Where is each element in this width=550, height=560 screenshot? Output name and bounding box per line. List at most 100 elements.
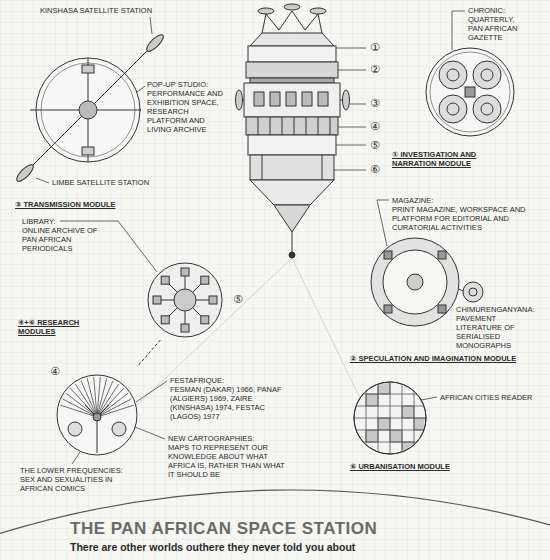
leader-line xyxy=(150,17,152,34)
module-title: ① INVESTIGATION AND NARRATION MODULE xyxy=(392,150,522,168)
research-module-outline xyxy=(209,296,217,304)
investigation-module-outline xyxy=(430,52,510,132)
annotation: SEX AND SEXUALITIES IN AFRICAN COMICS xyxy=(20,475,145,493)
perspective-line xyxy=(137,258,292,405)
research-module-outline xyxy=(97,384,119,417)
research-module-outline xyxy=(161,316,169,324)
urbanisation-module-outline xyxy=(378,380,379,460)
title: THE PAN AFRICAN SPACE STATION xyxy=(70,519,377,539)
space-station xyxy=(262,155,322,180)
space-station xyxy=(270,92,280,106)
investigation-module: ① INVESTIGATION AND NARRATION MODULE xyxy=(392,46,542,176)
perspective-line xyxy=(137,258,360,405)
annotation-heading: CHRONIC: xyxy=(468,6,505,15)
research-module-outline xyxy=(181,324,189,332)
investigation-module-outline xyxy=(447,103,459,115)
module-title: ③ TRANSMISSION MODULE xyxy=(15,200,155,209)
speculation-module-outline xyxy=(384,251,392,259)
speculation-module-outline xyxy=(459,289,463,291)
space-station xyxy=(250,155,334,180)
investigation-module-outline xyxy=(473,61,501,89)
callout-number: ④ xyxy=(50,365,60,378)
investigation-module-outline xyxy=(481,69,493,81)
urbanisation-module-outline xyxy=(350,418,430,419)
research-module-outline xyxy=(112,422,126,436)
investigation-module-outline xyxy=(481,103,493,115)
annotation-heading: POP-UP STUDIO: xyxy=(147,80,208,89)
transmission-module: ③ TRANSMISSION MODULE xyxy=(15,55,157,215)
transmission-module-outline xyxy=(82,147,94,155)
annotation: MAPS TO REPRESENT OUR KNOWLEDGE ABOUT WH… xyxy=(168,443,293,479)
investigation-module-outline xyxy=(465,87,475,97)
satellite-link xyxy=(30,48,150,168)
research-module: ⑤ xyxy=(145,260,245,340)
space-station xyxy=(236,90,243,110)
callout-leader xyxy=(336,48,366,49)
urbanisation-module-outline xyxy=(350,406,430,407)
transmission-module-outline xyxy=(79,101,97,119)
research-module-outline xyxy=(94,377,97,417)
research-module-outline xyxy=(50,365,145,460)
urbanisation-module-outline xyxy=(350,442,430,443)
space-station xyxy=(310,8,326,14)
leader-line xyxy=(452,11,465,50)
space-station xyxy=(343,90,350,110)
callout-number: ③ xyxy=(370,97,380,110)
research-module-outline xyxy=(161,276,169,284)
speculation-module-outline xyxy=(407,274,423,290)
urbanisation-module-outline xyxy=(350,380,430,460)
perspective-line xyxy=(292,258,360,398)
research-module-outline xyxy=(174,289,196,311)
leader-line xyxy=(136,381,167,402)
urbanisation-module-outline xyxy=(366,430,378,442)
annotation-heading: THE LOWER FREQUENCIES: xyxy=(20,466,123,475)
space-station xyxy=(318,92,328,106)
satellite-link xyxy=(144,32,165,53)
research-module-outline xyxy=(57,375,137,455)
dashed-connector xyxy=(139,340,161,365)
space-station xyxy=(250,180,334,205)
research-module-outline xyxy=(63,399,97,417)
dashed-connector-line xyxy=(139,340,161,365)
annotation-heading: MAGAZINE: xyxy=(392,196,433,205)
research-module-outline xyxy=(181,268,189,276)
space-station xyxy=(244,83,340,117)
research-module-outline xyxy=(153,296,161,304)
urbanisation-module-outline xyxy=(390,430,402,442)
speculation-module-outline xyxy=(469,288,477,296)
callout-number: ④ xyxy=(370,120,380,133)
research-module-outline xyxy=(66,393,97,417)
investigation-module-outline xyxy=(426,48,514,136)
annotation-heading: NEW CARTOGRAPHIES: xyxy=(168,434,254,443)
annotation: AFRICAN CITIES READER xyxy=(440,393,533,402)
callout-leader xyxy=(350,104,366,105)
annotation: PERFORMANCE AND EXHIBITION SPACE, RESEAR… xyxy=(147,89,231,134)
leader-line xyxy=(36,178,49,183)
callout-leader xyxy=(334,170,366,171)
urbanisation-module-outline xyxy=(390,380,391,460)
annotation: PAVEMENT LITERATURE OF SERIALISED MONOGR… xyxy=(456,314,544,350)
research-module-outline xyxy=(201,276,209,284)
caption: There are other worlds outhere they neve… xyxy=(70,541,355,554)
speculation-module-outline xyxy=(371,238,459,326)
urbanisation-module-outline xyxy=(354,382,426,454)
research-module-outline xyxy=(70,388,97,417)
space-station xyxy=(246,62,338,78)
research-module-outline xyxy=(75,384,97,417)
urbanisation-module-outline xyxy=(402,442,414,454)
leader-line xyxy=(421,397,437,400)
module-title: ④+⑥ RESEARCH MODULES xyxy=(18,318,108,336)
annotation: LIMBE SATELLITE STATION xyxy=(52,178,149,187)
research-module-outline xyxy=(201,316,209,324)
space-station xyxy=(250,33,334,46)
speculation-module-outline xyxy=(383,250,447,314)
annotation-heading: CHIMURENGANYANA: xyxy=(456,305,535,314)
speculation-module-outline xyxy=(438,305,446,313)
leader-line xyxy=(137,86,145,92)
callout-leader xyxy=(338,70,366,71)
research-module-outline xyxy=(93,413,101,421)
transmission-module-outline xyxy=(51,73,125,147)
space-station xyxy=(289,252,295,258)
